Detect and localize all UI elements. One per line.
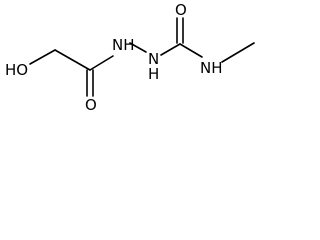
- hydrazine-n-label: N: [148, 50, 159, 68]
- bond-n-c: [160, 43, 181, 56]
- bond-c-nh: [89, 55, 114, 71]
- urea-nh-label: NH: [200, 59, 223, 77]
- carbonyl-o-left-label: O: [85, 96, 97, 114]
- molecule-structure: HO NH N H NH O O: [5, 1, 255, 114]
- carbonyl-o-right-label: O: [175, 1, 187, 19]
- bond-c-nh-right: [179, 43, 203, 58]
- hydrazine-h-label: H: [148, 65, 159, 83]
- hydroxyl-label: HO: [5, 61, 28, 79]
- bond-ch2-c: [54, 49, 91, 71]
- bond-o-ch2: [29, 49, 56, 65]
- bond-nh-ch3: [221, 42, 255, 63]
- hydrazide-nh-label: NH: [112, 36, 135, 54]
- structure-canvas: HO NH N H NH O O: [0, 0, 264, 118]
- bond-nh-n: [129, 42, 147, 53]
